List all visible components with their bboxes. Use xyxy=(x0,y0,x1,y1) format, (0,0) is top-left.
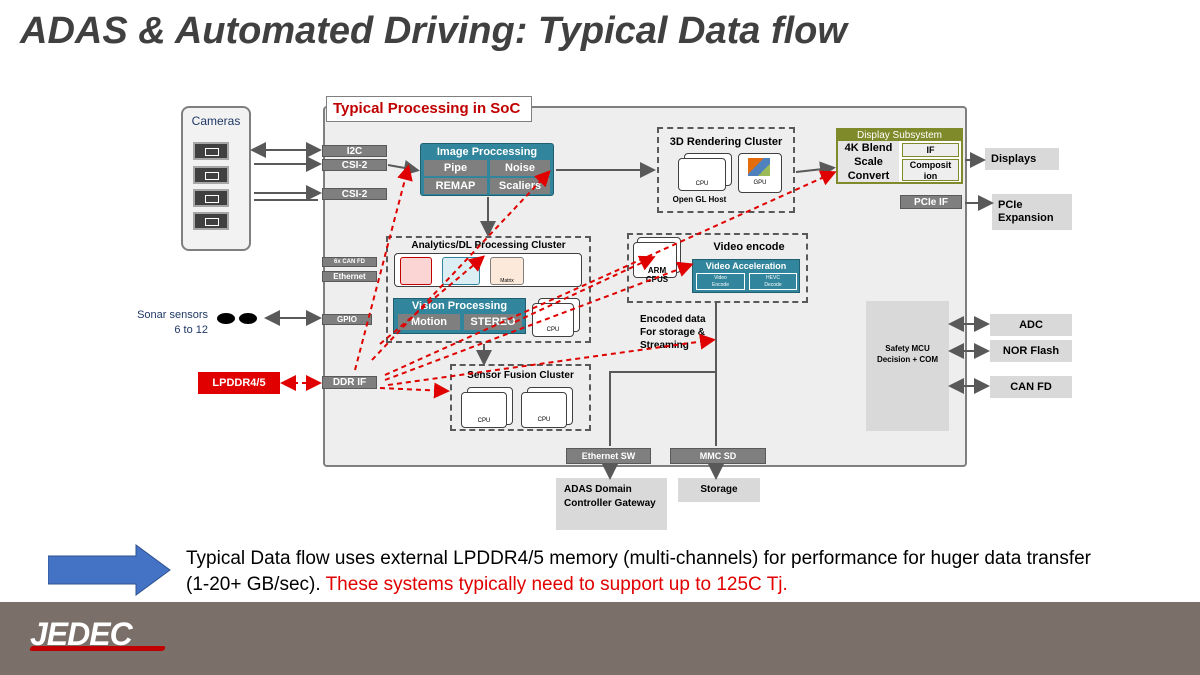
display-title: Display Subsystem xyxy=(838,130,961,141)
camera-icon xyxy=(193,212,229,230)
lpddr-memory: LPDDR4/5 xyxy=(198,372,280,394)
arm-cpus-label: ARM CPUS xyxy=(645,266,669,284)
caption-highlight: These systems typically need to support … xyxy=(325,574,788,595)
composition-unit: Composit ion xyxy=(902,159,959,181)
adas-gateway-box: ADAS Domain Controller Gateway xyxy=(556,478,667,530)
rendering-title: 3D Rendering Cluster xyxy=(669,136,783,148)
camera-icon xyxy=(193,166,229,184)
cpu-chip xyxy=(532,303,574,337)
sonar-line2: 6 to 12 xyxy=(174,324,208,336)
display-if-unit: IF xyxy=(902,143,959,157)
caption-text: Typical Data flow uses external LPDDR4/5… xyxy=(186,548,1091,595)
sensor-fusion-cluster xyxy=(450,364,591,431)
analytics-title: Analytics/DL Processing Cluster xyxy=(411,240,566,251)
cpu-chip xyxy=(521,392,567,428)
cpu-label: CPU xyxy=(695,181,709,187)
image-processing-title: Image Proccessing xyxy=(436,146,538,158)
cpu-label: CPU xyxy=(537,417,551,423)
vision-title: Vision Processing xyxy=(411,300,508,312)
blend-scale-unit: 4K Blend Scale Convert xyxy=(838,141,899,182)
ethernet-port: Ethernet xyxy=(322,271,377,282)
ethernet-sw-port: Ethernet SW xyxy=(566,448,651,464)
ddr-if-port: DDR IF xyxy=(322,376,377,389)
csi2-port: CSI-2 xyxy=(322,159,387,171)
video-accel-title: Video Acceleration xyxy=(705,261,787,271)
opengl-host-label: Open GL Host xyxy=(672,195,727,204)
remap-unit: REMAP xyxy=(424,178,487,194)
video-encode-unit: Video Encode xyxy=(696,273,745,290)
nor-flash-box: NOR Flash xyxy=(990,340,1072,362)
gpio-port: GPIO xyxy=(322,314,372,325)
i2c-port: I2C xyxy=(322,145,387,157)
storage-box: Storage xyxy=(678,478,760,502)
safety-mcu-box: Safety MCU Decision + COM xyxy=(866,301,949,431)
blue-arrow-icon xyxy=(48,544,171,596)
adc-box: ADC xyxy=(990,314,1072,336)
stereo-unit: STEREO xyxy=(464,314,522,330)
pipe-unit: Pipe xyxy=(424,160,487,176)
sensor-fusion-title: Sensor Fusion Cluster xyxy=(467,370,574,381)
hevc-decode-unit: HEVC Decode xyxy=(749,273,797,290)
footer-band xyxy=(0,602,1200,675)
camera-icon xyxy=(193,142,229,160)
pcie-expansion-box: PCIe Expansion xyxy=(992,194,1072,230)
displays-box: Displays xyxy=(985,148,1059,170)
cpu-chip xyxy=(461,392,507,428)
sonar-line1: Sonar sensors xyxy=(137,309,208,321)
soc-label: Typical Processing in SoC xyxy=(326,96,532,122)
video-encode-title: Video encode xyxy=(713,241,785,253)
sonar-sensor-icon xyxy=(239,313,257,324)
cameras-label: Cameras xyxy=(191,114,241,128)
csi2-port: CSI-2 xyxy=(322,188,387,200)
can-fd-box: CAN FD xyxy=(990,376,1072,398)
rendering-cluster xyxy=(657,127,795,213)
dl-engine-icon xyxy=(400,257,432,285)
mmc-sd-port: MMC SD xyxy=(670,448,766,464)
sonar-sensor-icon xyxy=(217,313,235,324)
video-cluster xyxy=(627,233,808,303)
matrix-engine-icon xyxy=(490,257,524,285)
matrix-label: Matrix xyxy=(500,278,514,284)
cpu-chip xyxy=(678,158,726,191)
motion-unit: Motion xyxy=(398,314,460,330)
cpu-label: CPU xyxy=(546,327,560,333)
camera-icon xyxy=(193,189,229,207)
pcie-if-port: PCIe IF xyxy=(900,195,962,209)
can-fd-port: 6x CAN FD xyxy=(322,257,377,267)
gpu-label: GPU xyxy=(753,180,767,186)
gpu-icon xyxy=(748,158,770,176)
sonar-label: Sonar sensors 6 to 12 xyxy=(118,308,208,338)
encoded-data-note: Encoded data For storage & Streaming xyxy=(640,314,706,351)
logo-swoosh xyxy=(29,646,166,651)
cpu-label: CPU xyxy=(477,418,491,424)
page-title: ADAS & Automated Driving: Typical Data f… xyxy=(20,10,847,52)
caption: Typical Data flow uses external LPDDR4/5… xyxy=(186,546,1091,598)
